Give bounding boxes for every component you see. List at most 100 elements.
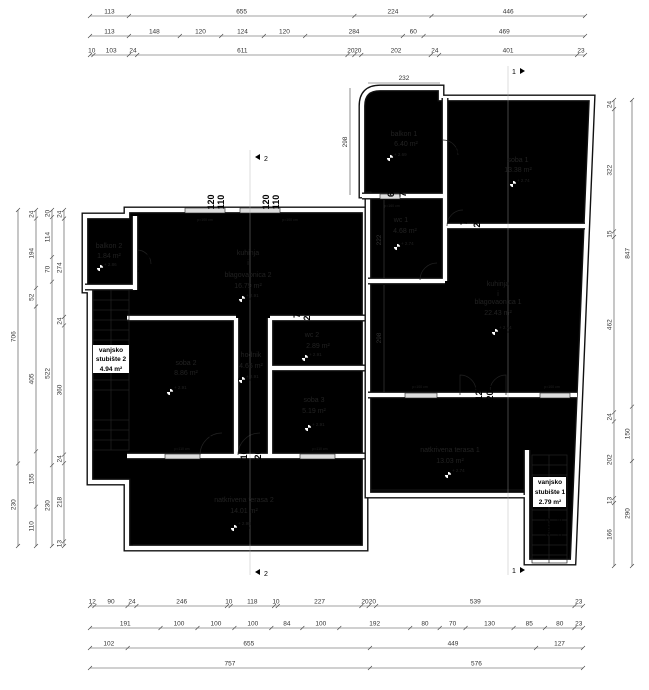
room-name: kuhinja xyxy=(487,281,509,288)
dimension-value: 85 xyxy=(526,621,534,628)
dimension-value: 202 xyxy=(391,48,402,55)
opening-width: 70 xyxy=(459,215,469,225)
local-dimensions: 232 298 222 298 xyxy=(342,75,440,392)
room-area: 4.66 m² xyxy=(239,363,263,370)
room-area: 16.79 m² xyxy=(234,283,262,290)
dimension-value: 24 xyxy=(57,210,64,218)
elevation: + 2.91 xyxy=(246,374,259,379)
opening-height: 200 xyxy=(449,158,464,168)
elevation: + 2.98 xyxy=(238,521,251,526)
elevation-marker-icon xyxy=(301,354,321,362)
dimension-value: 611 xyxy=(237,48,248,55)
dimension-value: 655 xyxy=(236,9,247,16)
dimension-value: 23 xyxy=(577,48,585,55)
window xyxy=(404,392,438,399)
opening-height: 205 xyxy=(485,385,495,400)
opening-width: 80 xyxy=(209,423,219,433)
section-arrow-icon xyxy=(255,569,260,575)
opening-labels: 120 110 p=100 cm 120 110 p=100 cm 60 200… xyxy=(137,146,566,484)
dimension-value: 24 xyxy=(57,455,64,463)
elevation-marker-icon xyxy=(444,471,464,479)
dimension-value: 522 xyxy=(45,368,52,379)
elevation: + 2.91 xyxy=(246,293,259,298)
dimension-value: 114 xyxy=(45,232,52,243)
dimension-value: 23 xyxy=(575,599,583,606)
opening-width: 80 xyxy=(409,409,419,419)
dimension-value: 360 xyxy=(57,384,64,395)
elevation-marker-icon xyxy=(393,243,413,251)
opening-height: 110 xyxy=(216,195,226,210)
walls xyxy=(85,88,592,562)
dimension-value: 13 xyxy=(57,540,64,548)
elevation-marker-icon xyxy=(304,424,324,432)
opening-height: 90 xyxy=(179,471,189,481)
dimension-value: 100 xyxy=(210,621,221,628)
opening-width: 120 xyxy=(261,194,271,209)
dimension-value: 13 xyxy=(607,497,614,505)
wc1-depth-dim: 222 xyxy=(376,234,383,245)
dimension-value: 150 xyxy=(625,428,632,439)
dimension-value: 24 xyxy=(128,599,136,606)
room-wc-2: wc 2 2.89 m² + 2.91 xyxy=(301,332,331,362)
room-area: 2.79 m² xyxy=(539,499,562,506)
dimension-value: 20 xyxy=(361,599,369,606)
room-natkrivena-terasa-2: natkrivena terasa 2 14.01 m² + 2.98 xyxy=(214,497,274,532)
elevation: + 2.91 xyxy=(309,352,322,357)
elevation-marker-icon xyxy=(509,180,529,188)
room-kuhinja-blagovaonica-1: kuhinja i blagovaonica 1 22.43 m² + 2.74 xyxy=(474,281,522,336)
stair-steps: 16x27 xyxy=(103,394,110,412)
elevation: + 2.86 xyxy=(104,262,117,267)
opening-height: 200 xyxy=(137,264,152,274)
room-name: kuhinja xyxy=(237,250,259,257)
dimension-value: 80 xyxy=(556,621,564,628)
dimension-value: 230 xyxy=(45,500,52,511)
dimension-value: 130 xyxy=(484,621,495,628)
dimension-value: 24 xyxy=(29,210,36,218)
room-soba-1: soba 1 13.38 m² + 2.74 xyxy=(504,157,532,188)
dimension-value: 102 xyxy=(103,641,114,648)
room-area: 1.84 m² xyxy=(97,253,121,260)
elevation: + 2.69 xyxy=(394,152,407,157)
stair-steps: 10x29 xyxy=(545,518,552,536)
elevation-marker-icon xyxy=(166,388,186,396)
dimension-value: 224 xyxy=(387,9,398,16)
sill-height: p=110 cm xyxy=(174,447,189,451)
opening-height: 200 xyxy=(472,212,482,227)
room-name: vanjsko xyxy=(99,347,123,354)
dimension-value: 227 xyxy=(314,599,325,606)
sill-height: p=100 cm xyxy=(282,218,298,222)
room-area: 14.01 m² xyxy=(230,508,258,515)
room-vanjsko-stubiste-2: vanjsko stubište 2 4.94 m² 16x27 16x18 xyxy=(93,345,129,412)
elevation: + 2.74 xyxy=(401,241,414,246)
room-area: 6.40 m² xyxy=(394,141,418,148)
elevation-marker-icon xyxy=(96,264,116,272)
room-area: 13.03 m² xyxy=(436,458,464,465)
dimension-value: 405 xyxy=(29,373,36,384)
room-name: natkrivena terasa 1 xyxy=(420,447,480,454)
opening-width: 80 xyxy=(544,409,554,419)
dimension-value: 148 xyxy=(149,29,160,36)
dimension-value: 124 xyxy=(237,29,248,36)
window xyxy=(379,193,401,200)
dimension-value: 246 xyxy=(176,599,187,606)
elevation-marker-icon xyxy=(238,295,258,303)
dimension-value: 70 xyxy=(45,265,52,273)
dimension-value: 462 xyxy=(607,319,614,330)
room-name-conj: i xyxy=(497,291,499,298)
balkon1-width-dim: 232 xyxy=(399,75,410,82)
dimension-value: 706 xyxy=(11,331,18,342)
opening-height: 90 xyxy=(318,471,328,481)
dimension-value: 155 xyxy=(29,473,36,484)
window xyxy=(164,453,201,460)
room-name: balkon 1 xyxy=(391,131,418,138)
opening-height: 200 xyxy=(426,265,441,275)
dimension-value: 110 xyxy=(29,521,36,532)
